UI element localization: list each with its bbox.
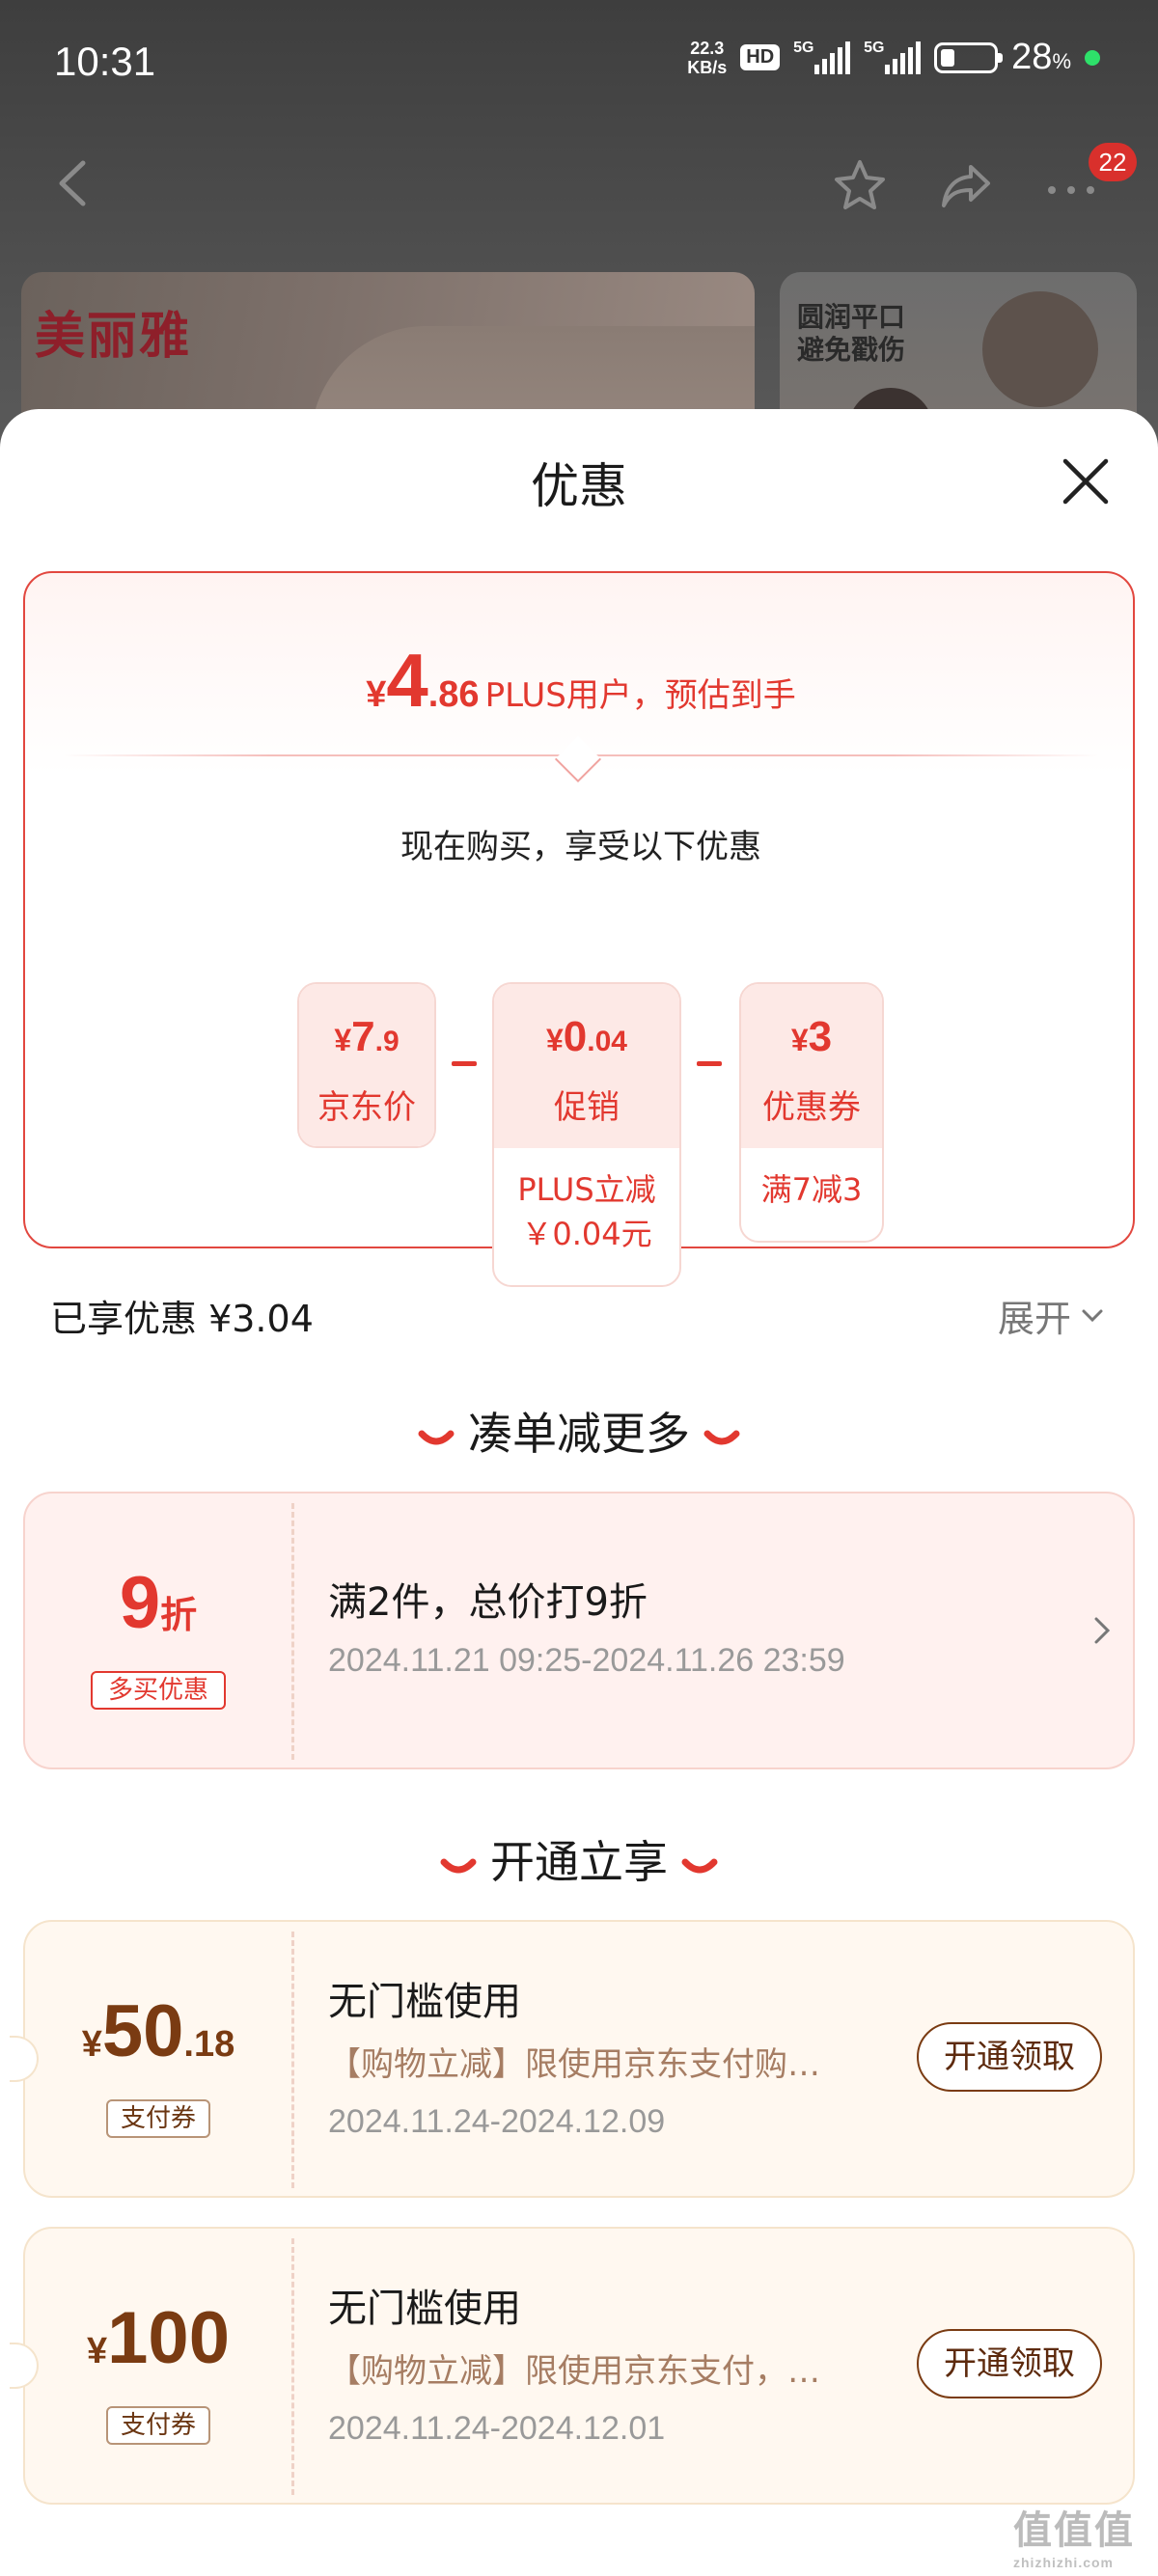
coupon-date: 2024.11.24-2024.12.09: [328, 2103, 666, 2140]
message-count-badge: 22: [1089, 143, 1137, 181]
activate-claim-button[interactable]: 开通领取: [917, 2022, 1102, 2092]
watermark-logo: 值值值 zhizhizhi.com: [1013, 2509, 1135, 2570]
minus-icon: [697, 1061, 722, 1066]
minus-icon: [452, 1061, 477, 1066]
discount-value: 9折: [119, 1562, 198, 1644]
buy-now-caption: 现在购买，享受以下优惠: [400, 828, 761, 866]
star-icon[interactable]: [832, 157, 888, 213]
status-bar: 10:31 22.3 KB/s HD 5G 5G 28%: [0, 0, 1158, 130]
section-title-more-discounts: 凑单减更多: [0, 1399, 1158, 1463]
sheet-title: 优惠: [531, 458, 627, 514]
saved-amount: 已享优惠 ¥3.04: [50, 1298, 314, 1340]
section-title-open-benefits: 开通立享: [0, 1827, 1158, 1891]
coupon-value: ¥100: [87, 2297, 230, 2379]
price-tile-coupon: ¥3 优惠券 满7减3: [739, 982, 884, 1243]
smile-decoration-icon: [440, 1858, 477, 1873]
chevron-down-icon: [1082, 1309, 1103, 1322]
share-icon[interactable]: [938, 157, 994, 213]
top-nav-bar: [0, 140, 1158, 227]
battery-percent: 28%: [1011, 37, 1071, 77]
more-icon[interactable]: [1042, 165, 1100, 204]
activate-claim-button[interactable]: 开通领取: [917, 2329, 1102, 2398]
close-icon[interactable]: [1060, 455, 1112, 507]
price-tile-promo: ¥0.04 促销 PLUS立减 ￥0.04元: [492, 982, 681, 1287]
coupon-date: 2024.11.24-2024.12.01: [328, 2410, 666, 2447]
pay-coupon: ¥50.18 支付券 无门槛使用 【购物立减】限使用京东支付购… 2024.11…: [10, 1920, 1135, 2198]
banner-caption: 圆润平口 避免戳伤: [797, 301, 906, 366]
coupon-title: 满2件，总价打9折: [328, 1580, 648, 1625]
signal-icon-sim2: 5G: [864, 40, 922, 74]
price-tile-jd: ¥7.9 京东价: [297, 982, 436, 1148]
divider-notch: [554, 735, 602, 783]
coupon-divider: [291, 1932, 294, 2188]
back-icon[interactable]: [54, 159, 93, 207]
coupon-description: 【购物立减】限使用京东支付购…: [328, 2045, 820, 2084]
brand-logo: 美丽雅: [35, 307, 192, 366]
pay-coupon: ¥100 支付券 无门槛使用 【购物立减】限使用京东支付，… 2024.11.2…: [10, 2227, 1135, 2505]
status-time: 10:31: [54, 39, 156, 84]
multi-buy-discount-coupon[interactable]: 9折 多买优惠 满2件，总价打9折 2024.11.21 09:25-2024.…: [23, 1492, 1135, 1769]
smile-decoration-icon: [418, 1430, 455, 1444]
chevron-right-icon: [1094, 1617, 1111, 1644]
expand-button[interactable]: 展开: [998, 1289, 1104, 1342]
coupon-title: 无门槛使用: [328, 1980, 521, 2024]
status-indicators: 22.3 KB/s HD 5G 5G 28%: [687, 37, 1100, 78]
coupon-divider: [291, 1503, 294, 1760]
coupon-title: 无门槛使用: [328, 2287, 521, 2331]
network-speed: 22.3 KB/s: [687, 38, 728, 77]
battery-icon: [934, 41, 1004, 73]
coupon-divider: [291, 2238, 294, 2495]
coupon-tag: 多买优惠: [91, 1671, 226, 1710]
coupon-value: ¥50.18: [81, 1990, 235, 2072]
smile-decoration-icon: [681, 1858, 718, 1873]
signal-icon-sim1: 5G: [793, 40, 851, 74]
hd-icon: HD: [740, 44, 781, 70]
coupon-tag: 支付券: [106, 2099, 210, 2138]
coupon-tag: 支付券: [106, 2406, 210, 2445]
coupon-description: 【购物立减】限使用京东支付，…: [328, 2352, 820, 2391]
coupon-date: 2024.11.21 09:25-2024.11.26 23:59: [328, 1642, 845, 1679]
product-photo-face: [982, 291, 1098, 407]
privacy-indicator-dot: [1085, 49, 1100, 66]
smile-decoration-icon: [703, 1430, 740, 1444]
